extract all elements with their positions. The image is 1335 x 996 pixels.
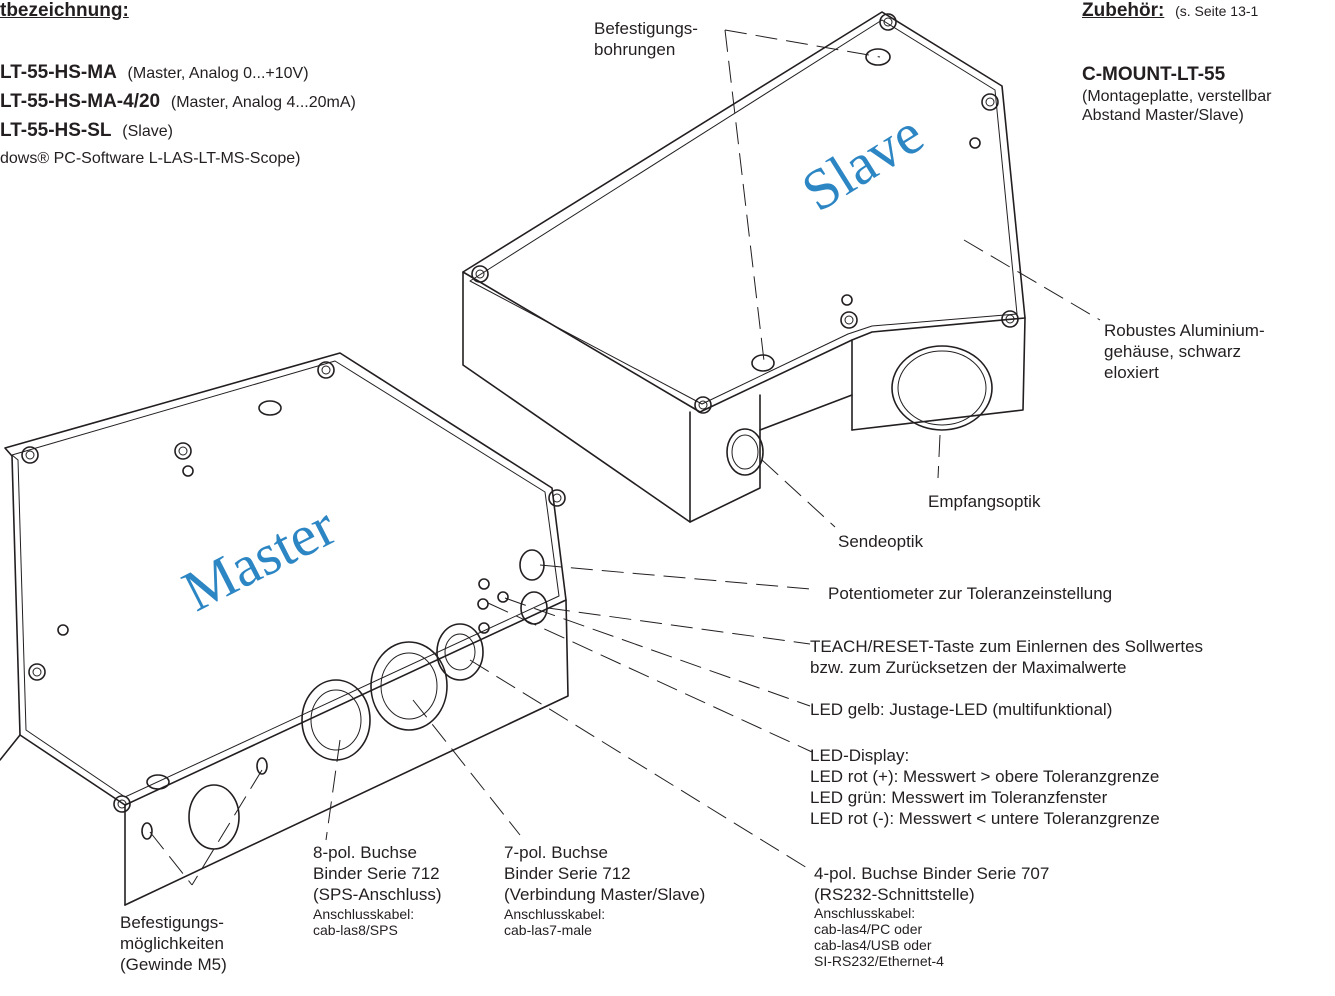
gehaeuse-line-1: Robustes Aluminium-	[1104, 321, 1265, 340]
buchse7-line-3: (Verbindung Master/Slave)	[504, 885, 706, 904]
leader-lines	[149, 29, 1101, 886]
befestigung-line-1: Befestigungs-	[120, 913, 224, 932]
variant-3-note: (Slave)	[122, 123, 173, 140]
befestigung-line-3: (Gewinde M5)	[120, 955, 227, 974]
right-heading-note: (s. Seite 13-1	[1175, 3, 1259, 19]
buchse8-line-2: Binder Serie 712	[313, 864, 440, 883]
variant-2-note: (Master, Analog 4...20mA)	[170, 94, 356, 111]
buchse8-line-3: (SPS-Anschluss)	[313, 885, 442, 904]
sendeoptik-label: Sendeoptik	[838, 532, 924, 551]
right-heading: Zubehör:	[1082, 0, 1165, 21]
led-display-title: LED-Display:	[810, 746, 910, 765]
buchse-4pol-cables: Anschlusskabel: cab-las4/PC oder cab-las…	[814, 905, 944, 969]
buchse4-line-5: cab-las4/USB oder	[814, 937, 932, 953]
master-housing	[0, 352, 569, 906]
teach-line-1: TEACH/RESET-Taste zum Einlernen des Soll…	[810, 637, 1204, 656]
bohrungen-line-2: bohrungen	[594, 40, 676, 59]
buchse4-line-4: cab-las4/PC oder	[814, 921, 923, 937]
variant-2-code: LT-55-HS-MA-4/20	[0, 91, 161, 112]
accessory-line-1: (Montageplatte, verstellbar	[1082, 88, 1272, 105]
potentiometer-label: Potentiometer zur Toleranzeinstellung	[828, 584, 1113, 603]
variant-1-note: (Master, Analog 0...+10V)	[127, 65, 309, 82]
product-variant-list: LT-55-HS-MA (Master, Analog 0...+10V) LT…	[0, 62, 356, 169]
buchse-8pol-label: 8-pol. Buchse Binder Serie 712 (SPS-Ansc…	[313, 842, 441, 905]
teach-line-2: bzw. zum Zurücksetzen der Maximalwerte	[810, 658, 1127, 677]
led-gruen: LED grün: Messwert im Toleranzfenster	[810, 788, 1108, 807]
left-heading: tbezeichnung:	[0, 0, 129, 21]
led-rot-minus: LED rot (-): Messwert < untere Toleranzg…	[810, 809, 1160, 828]
gehaeuse-line-2: gehäuse, schwarz	[1104, 342, 1242, 361]
befestigungsmoeglichkeiten-label: Befestigungs- möglichkeiten (Gewinde M5)	[120, 912, 227, 975]
accessory-code: C-MOUNT-LT-55	[1082, 64, 1226, 85]
buchse4-line-1: 4-pol. Buchse Binder Serie 707	[814, 864, 1050, 883]
software-line: dows® PC-Software L-LAS-LT-MS-Scope)	[0, 150, 301, 167]
buchse4-line-3: Anschlusskabel:	[814, 905, 916, 921]
befestigungsbohrungen-label: Befestigungs- bohrungen	[594, 18, 698, 60]
buchse7-line-4: Anschlusskabel:	[504, 906, 606, 922]
buchse8-line-1: 8-pol. Buchse	[313, 843, 417, 862]
variant-3-code: LT-55-HS-SL	[0, 120, 112, 141]
product-variant-2: LT-55-HS-MA-4/20 (Master, Analog 4...20m…	[0, 91, 356, 113]
befestigung-line-2: möglichkeiten	[120, 934, 224, 953]
variant-1-code: LT-55-HS-MA	[0, 62, 117, 83]
led-gelb-label: LED gelb: Justage-LED (multifunktional)	[810, 700, 1113, 719]
bohrungen-line-1: Befestigungs-	[594, 19, 698, 38]
buchse8-line-4: Anschlusskabel:	[313, 906, 415, 922]
led-display-label: LED-Display: LED rot (+): Messwert > obe…	[810, 745, 1160, 829]
accessory-line-2: Abstand Master/Slave)	[1082, 107, 1244, 124]
gehaeuse-label: Robustes Aluminium- gehäuse, schwarz elo…	[1104, 320, 1265, 383]
buchse4-line-6: SI-RS232/Ethernet-4	[814, 953, 944, 969]
led-rot-plus: LED rot (+): Messwert > obere Toleranzgr…	[810, 767, 1160, 786]
buchse4-line-2: (RS232-Schnittstelle)	[814, 885, 975, 904]
buchse-7pol-label: 7-pol. Buchse Binder Serie 712 (Verbindu…	[504, 842, 705, 905]
teach-label: TEACH/RESET-Taste zum Einlernen des Soll…	[810, 636, 1203, 678]
empfangsoptik-label: Empfangsoptik	[928, 492, 1041, 511]
buchse8-line-5: cab-las8/SPS	[313, 922, 398, 938]
buchse-4pol-label: 4-pol. Buchse Binder Serie 707 (RS232-Sc…	[814, 863, 1049, 905]
slave-housing	[462, 11, 1026, 523]
buchse7-line-1: 7-pol. Buchse	[504, 843, 608, 862]
buchse7-line-5: cab-las7-male	[504, 922, 592, 938]
product-variant-1: LT-55-HS-MA (Master, Analog 0...+10V)	[0, 62, 356, 84]
accessory-heading-row: Zubehör: (s. Seite 13-1	[1082, 0, 1258, 22]
buchse7-line-2: Binder Serie 712	[504, 864, 631, 883]
product-variant-3: LT-55-HS-SL (Slave)	[0, 120, 356, 142]
buchse-8pol-cables: Anschlusskabel: cab-las8/SPS	[313, 906, 414, 938]
buchse-7pol-cables: Anschlusskabel: cab-las7-male	[504, 906, 605, 938]
gehaeuse-line-3: eloxiert	[1104, 363, 1159, 382]
